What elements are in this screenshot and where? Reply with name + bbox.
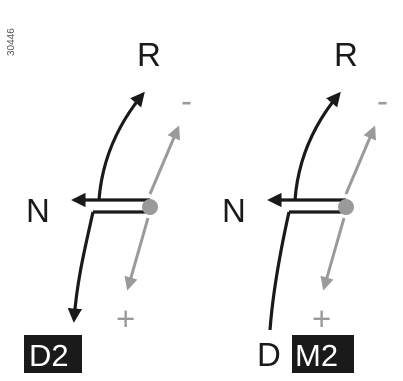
upshift-arrow bbox=[344, 125, 376, 195]
reverse-arrow bbox=[293, 91, 341, 201]
minus-label: - bbox=[181, 82, 192, 119]
active-mode-box bbox=[292, 335, 354, 373]
reverse-label: R bbox=[137, 36, 161, 73]
upshift-arrow bbox=[148, 125, 180, 195]
downshift-arrow bbox=[124, 217, 150, 291]
lever-position-dot bbox=[142, 199, 158, 215]
gear-panel-right: R - N + D M2 bbox=[222, 36, 388, 373]
reverse-arrow bbox=[97, 91, 145, 201]
drive-arrow bbox=[67, 211, 95, 323]
plus-label: + bbox=[116, 300, 135, 337]
drive-line bbox=[268, 211, 291, 331]
plus-label: + bbox=[312, 300, 331, 337]
lever-position-dot bbox=[338, 199, 354, 215]
figure-reference: 30446 bbox=[6, 28, 17, 56]
drive-label: D bbox=[257, 336, 281, 373]
neutral-label: N bbox=[222, 192, 246, 229]
active-mode-box bbox=[24, 335, 82, 373]
reverse-label: R bbox=[334, 36, 358, 73]
neutral-label: N bbox=[26, 192, 50, 229]
active-mode-label: M2 bbox=[295, 338, 338, 373]
active-mode-label: D2 bbox=[29, 338, 69, 373]
minus-label: - bbox=[377, 82, 388, 119]
gear-panel-left: R - N + D2 bbox=[24, 36, 192, 373]
downshift-arrow bbox=[320, 217, 346, 291]
